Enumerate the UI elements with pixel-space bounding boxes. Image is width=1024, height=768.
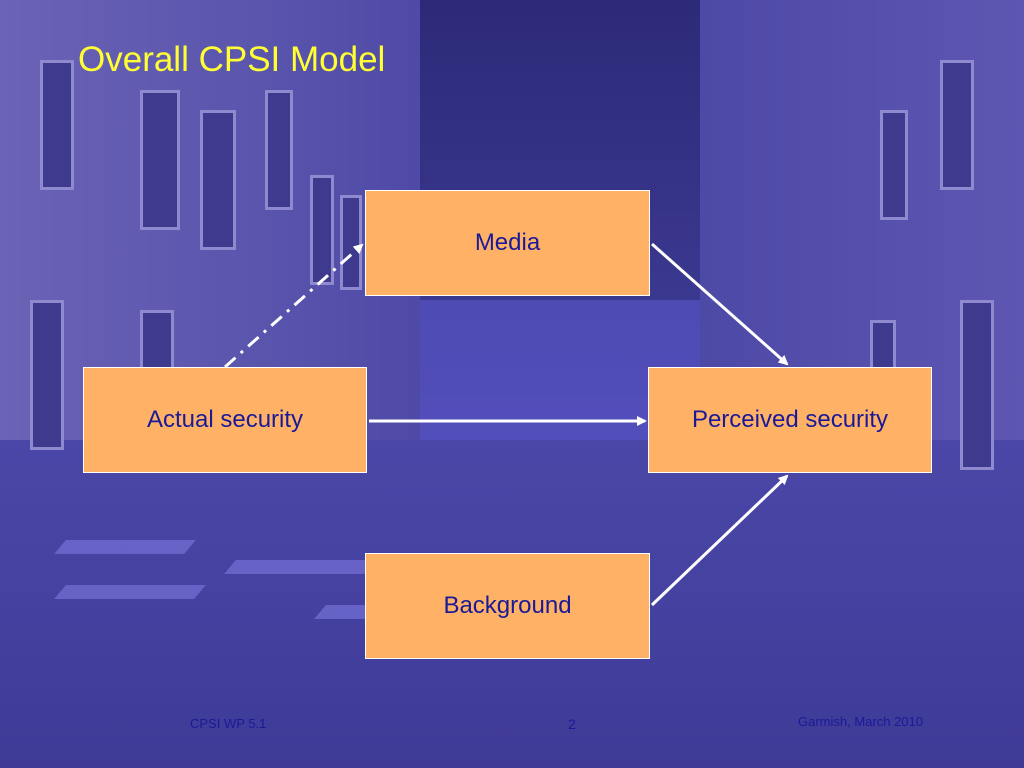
- node-perceived-security: Perceived security: [648, 367, 932, 473]
- background-window: [310, 175, 334, 285]
- background-window: [40, 60, 74, 190]
- background-window: [960, 300, 994, 470]
- background-window: [140, 90, 180, 230]
- background-window: [340, 195, 362, 290]
- node-background: Background: [365, 553, 650, 659]
- background-crosswalk-stripe: [54, 585, 206, 599]
- background-window: [200, 110, 236, 250]
- node-actual-security-label: Actual security: [146, 406, 304, 433]
- background-crosswalk-stripe: [224, 560, 386, 574]
- node-perceived-security-label: Perceived security: [691, 406, 889, 433]
- background-window: [140, 310, 174, 370]
- background-crosswalk-stripe: [54, 540, 196, 554]
- node-background-label: Background: [443, 592, 572, 619]
- background-window: [880, 110, 908, 220]
- node-media-label: Media: [474, 229, 541, 256]
- slide-title: Overall CPSI Model: [78, 40, 386, 79]
- node-media: Media: [365, 190, 650, 296]
- background-window: [30, 300, 64, 450]
- background-window: [265, 90, 293, 210]
- background-window: [940, 60, 974, 190]
- node-actual-security: Actual security: [83, 367, 367, 473]
- footer-location-date: Garmish, March 2010: [798, 714, 923, 729]
- footer-page-number: 2: [568, 716, 576, 732]
- footer-project: CPSI WP 5.1: [190, 716, 267, 731]
